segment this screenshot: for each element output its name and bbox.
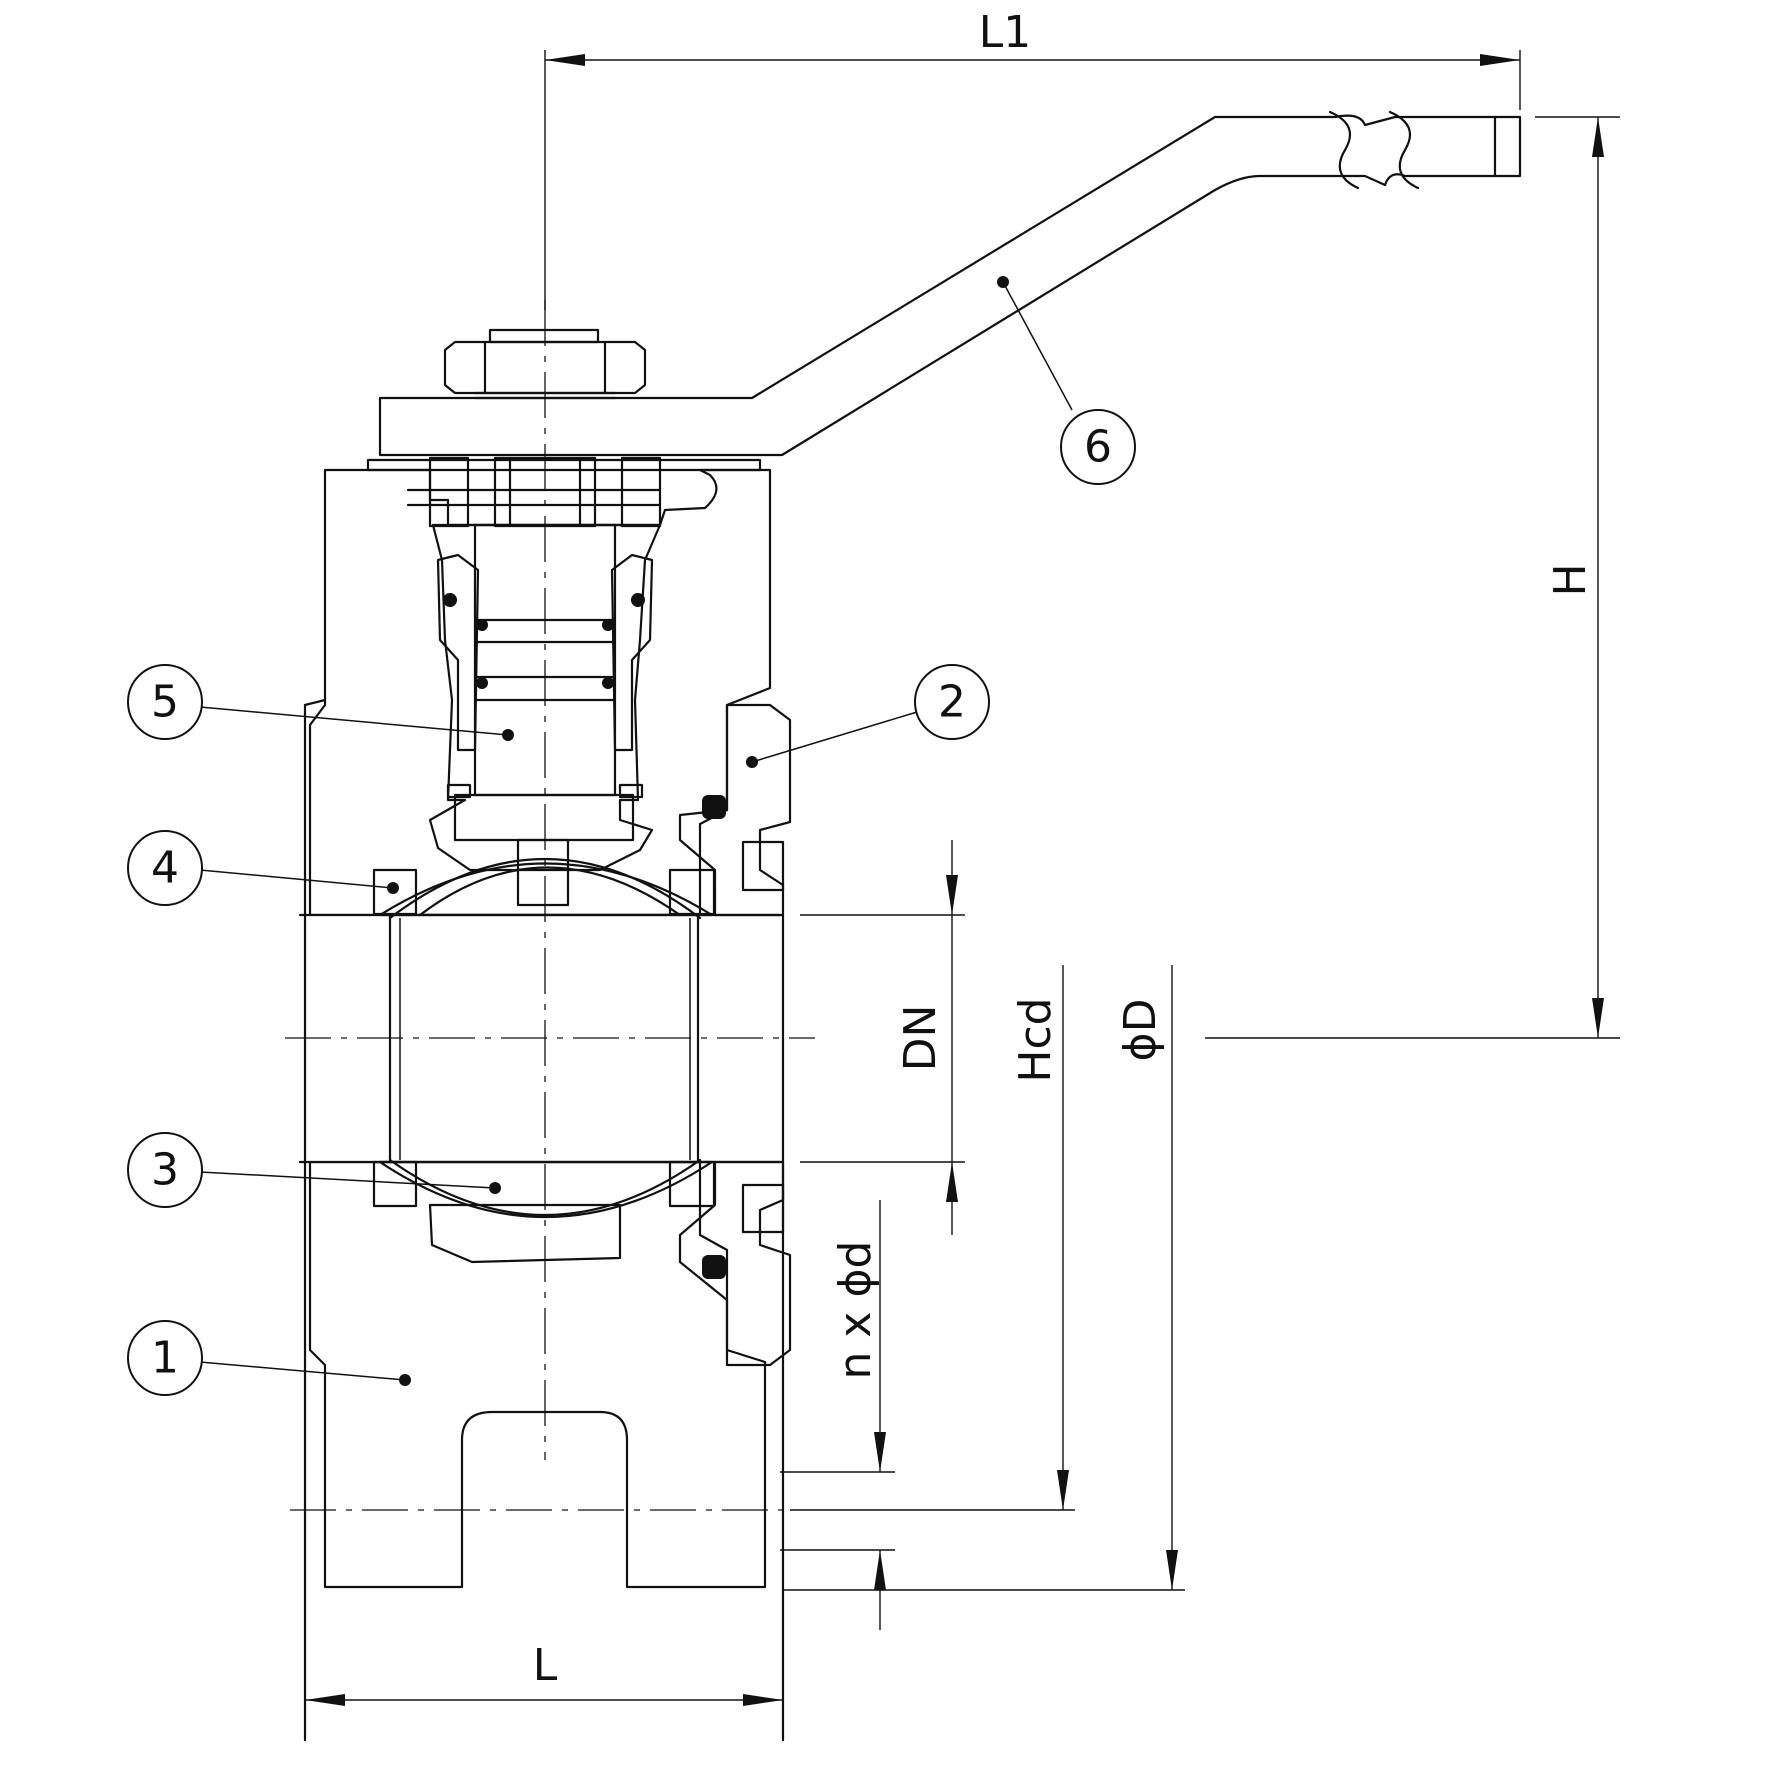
end-cap xyxy=(678,703,792,1367)
part-balloons: 1 2 3 4 5 6 xyxy=(127,276,1136,1396)
ball-recess-top xyxy=(418,866,682,917)
handle-lever xyxy=(378,110,1522,457)
oring-bottom xyxy=(702,1255,726,1279)
balloon-5: 5 xyxy=(151,677,179,728)
balloon-3: 3 xyxy=(151,1145,179,1196)
dim-nd-label: n x ϕd xyxy=(830,1241,881,1380)
ball-recess-bottom xyxy=(428,1203,622,1264)
balloon-2: 2 xyxy=(938,677,966,728)
seat-top-right xyxy=(668,868,716,916)
dimensions: L1 H DN Hcd ϕD n x ϕd xyxy=(305,7,1620,1706)
dim-H-label: H xyxy=(1545,563,1596,596)
balloon-6: 6 xyxy=(1084,422,1112,473)
stem xyxy=(436,523,654,907)
oring-top xyxy=(702,795,726,819)
balloon-4: 4 xyxy=(151,843,179,894)
dim-L-label: L xyxy=(533,1640,558,1691)
gland xyxy=(366,456,762,528)
dim-L1-label: L1 xyxy=(979,7,1032,58)
body-lower xyxy=(308,1160,767,1589)
valve-body xyxy=(308,468,772,1589)
dim-D-label: ϕD xyxy=(1115,999,1166,1062)
seat-top-left xyxy=(372,868,418,916)
dim-DN-label: DN xyxy=(895,1005,946,1072)
body-upper xyxy=(308,468,772,917)
balloon-1: 1 xyxy=(151,1333,179,1384)
stem-bore xyxy=(428,523,662,872)
dim-Hcd-label: Hcd xyxy=(1010,997,1061,1082)
